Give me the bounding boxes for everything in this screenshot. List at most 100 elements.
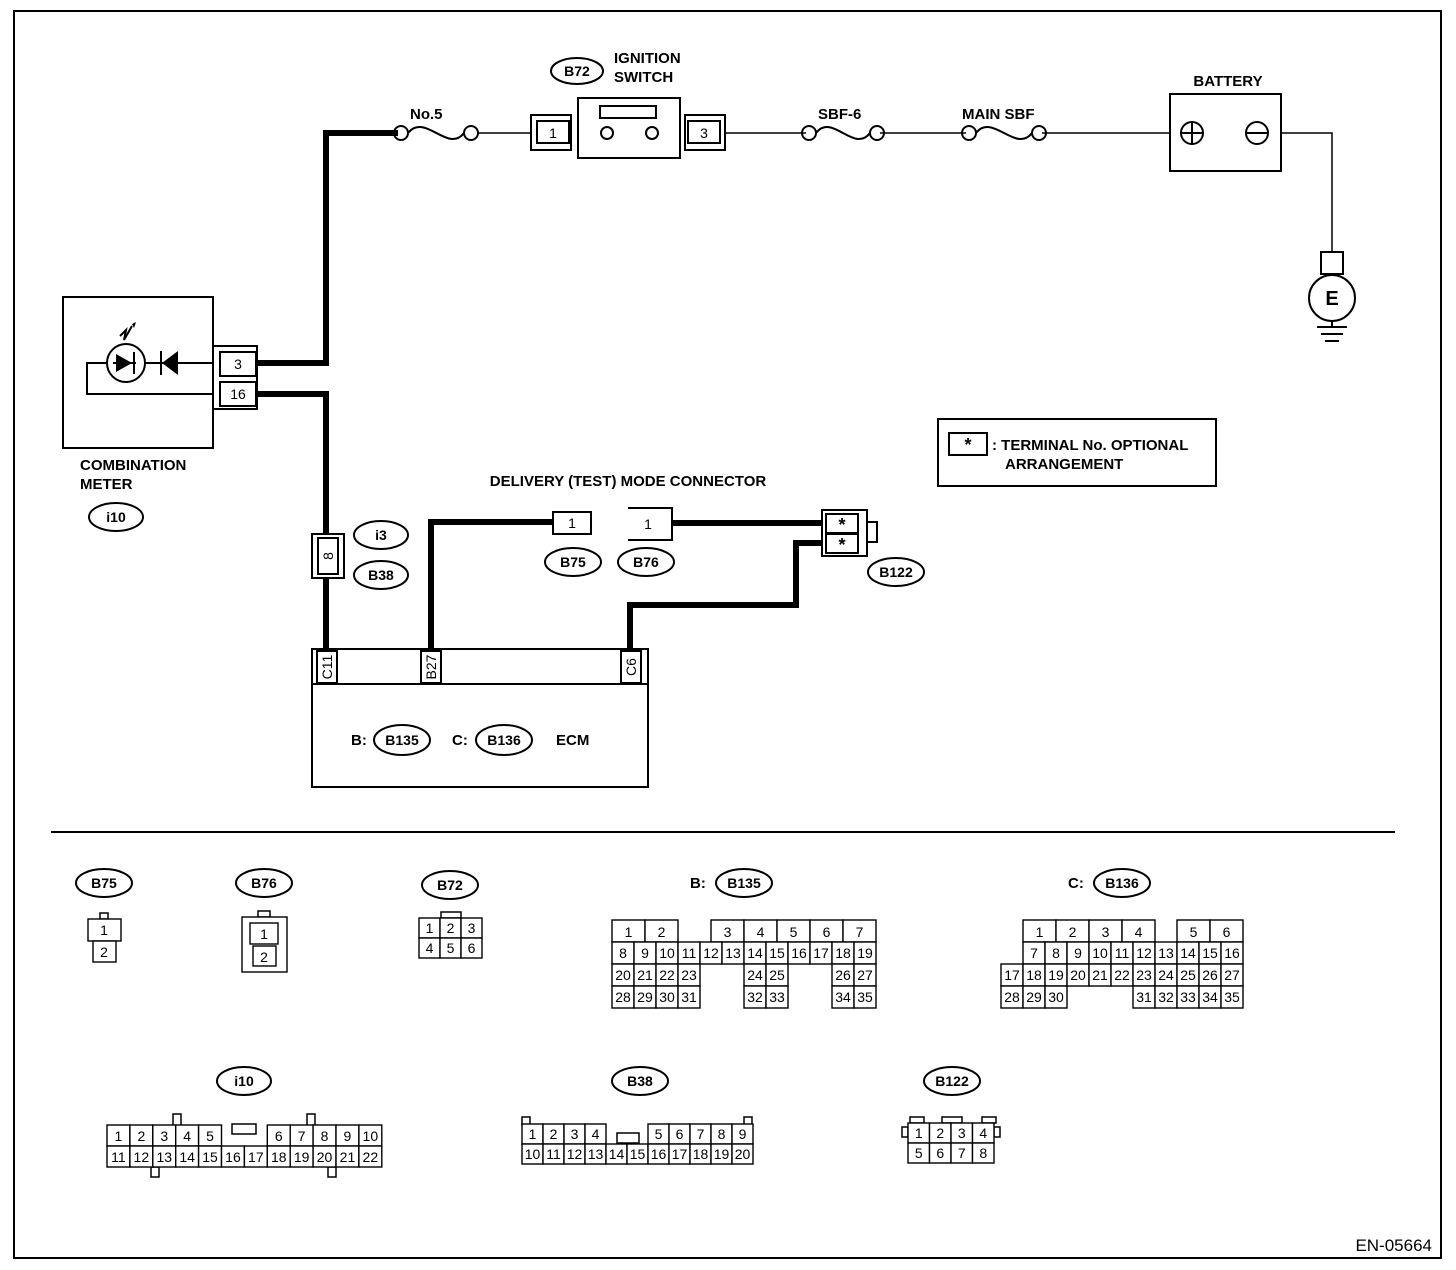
pin-label: 12	[1136, 945, 1152, 961]
battery: BATTERY	[1169, 73, 1282, 172]
pin-label: 24	[747, 967, 763, 983]
face-badge-i10	[216, 1066, 272, 1096]
b122-terminal-b: *	[838, 535, 845, 555]
pin-label: 7	[1030, 945, 1038, 961]
pin-label: 11	[546, 1146, 561, 1162]
wire-meter16-to-i3	[256, 391, 329, 536]
legend-symbol: *	[964, 435, 971, 455]
pin-label: 28	[1004, 989, 1020, 1005]
pin-label: 1	[115, 1128, 123, 1144]
pin-label: 20	[1070, 967, 1086, 983]
pin-label: 6	[1223, 924, 1231, 940]
ecm-terminal-c6: C6	[623, 658, 639, 676]
wire-c6-to-b122	[627, 540, 822, 649]
pin-label: 2	[550, 1126, 558, 1142]
svg-text:1: 1	[100, 922, 108, 938]
pin-label: 5	[206, 1128, 214, 1144]
pin-label: 3	[468, 920, 476, 936]
pin-label: 10	[363, 1128, 379, 1144]
pin-label: 13	[588, 1146, 604, 1162]
pin-label: 15	[630, 1146, 646, 1162]
pin-label: 3	[1102, 924, 1110, 940]
ignition-switch: B72 IGNITION SWITCH 1 3	[530, 50, 726, 159]
pin-label: 7	[958, 1145, 966, 1161]
ignition-terminal-1: 1	[549, 125, 557, 141]
pin-cell	[853, 985, 877, 1009]
pin-label: 14	[747, 945, 763, 961]
combination-meter-label-2: METER	[80, 476, 133, 493]
svg-text:B76: B76	[251, 875, 277, 891]
pin-label: 4	[979, 1125, 987, 1141]
pin-label: 22	[363, 1149, 379, 1165]
pin-label: 32	[1158, 989, 1174, 1005]
figure-code: EN-05664	[1355, 1236, 1432, 1255]
pin-label: 18	[1026, 967, 1042, 983]
delivery-connector-label: DELIVERY (TEST) MODE CONNECTOR	[490, 473, 767, 490]
pin-label: 8	[979, 1145, 987, 1161]
pin-label: 32	[747, 989, 763, 1005]
pin-label: 5	[655, 1126, 663, 1142]
face-badge-b75	[75, 868, 133, 898]
face-badge-b136	[1093, 868, 1151, 898]
pin-label: 20	[735, 1146, 751, 1162]
pin-label: 2	[936, 1125, 944, 1141]
pin-label: 11	[1115, 945, 1130, 961]
svg-text:B136: B136	[487, 732, 521, 748]
delivery-mode-connector: DELIVERY (TEST) MODE CONNECTOR 1 1 B75 B…	[490, 473, 767, 577]
ignition-terminal-3: 3	[700, 125, 708, 141]
pin-label: 23	[681, 967, 697, 983]
pin-label: 30	[1048, 989, 1064, 1005]
outer-frame	[13, 10, 1442, 1259]
pin-label: 10	[525, 1146, 541, 1162]
pin-label: 4	[757, 924, 765, 940]
wire-b27-to-b75	[428, 519, 553, 649]
svg-text:B38: B38	[627, 1073, 653, 1089]
svg-text:B122: B122	[935, 1073, 969, 1089]
pin-label: 15	[202, 1149, 218, 1165]
legend-text-2: ARRANGEMENT	[1005, 456, 1123, 473]
pin-label: 16	[791, 945, 807, 961]
pin-label: 33	[1180, 989, 1196, 1005]
svg-text:2: 2	[260, 949, 268, 965]
connector-badge-i3	[353, 520, 409, 550]
b76-terminal-1: 1	[644, 516, 652, 532]
pin-label: 20	[317, 1149, 333, 1165]
pin-label: 21	[1092, 967, 1108, 983]
face-badge-b122	[923, 1066, 981, 1096]
combination-meter-label-1: COMBINATION	[80, 457, 186, 474]
pin-label: 6	[823, 924, 831, 940]
pin-label: 2	[1069, 924, 1077, 940]
fuse-main-sbf-label: MAIN SBF	[962, 106, 1035, 123]
pin-cell	[765, 985, 789, 1009]
pin-label: 5	[447, 940, 455, 956]
pin-label: 14	[609, 1146, 625, 1162]
pin-label: 21	[340, 1149, 356, 1165]
legend: * : TERMINAL No. OPTIONAL ARRANGEMENT	[937, 418, 1217, 487]
pin-label: 3	[958, 1125, 966, 1141]
face-b-prefix: B:	[690, 875, 706, 892]
pin-label: 17	[248, 1149, 264, 1165]
pin-cell	[1220, 985, 1244, 1009]
pin-cell	[1044, 985, 1068, 1009]
pin-cell	[460, 937, 483, 959]
pin-label: 1	[426, 920, 434, 936]
pin-label: 20	[615, 967, 631, 983]
pin-label: 8	[619, 945, 627, 961]
wire-battery-to-ground	[1281, 132, 1333, 252]
connector-badge-b72	[550, 57, 604, 85]
pin-label: 18	[835, 945, 851, 961]
svg-text:B75: B75	[560, 554, 586, 570]
pin-label: 12	[567, 1146, 583, 1162]
pin-label: 28	[615, 989, 631, 1005]
pin-label: 8	[321, 1128, 329, 1144]
pin-label: 3	[724, 924, 732, 940]
svg-text:1: 1	[260, 926, 268, 942]
pin-label: 4	[1135, 924, 1143, 940]
wire-fuse5-to-meter3	[256, 130, 398, 366]
svg-text:i3: i3	[375, 527, 387, 543]
ignition-switch-label-1: IGNITION	[614, 50, 681, 67]
ignition-switch-label-2: SWITCH	[614, 69, 673, 86]
pin-label: 13	[156, 1149, 172, 1165]
